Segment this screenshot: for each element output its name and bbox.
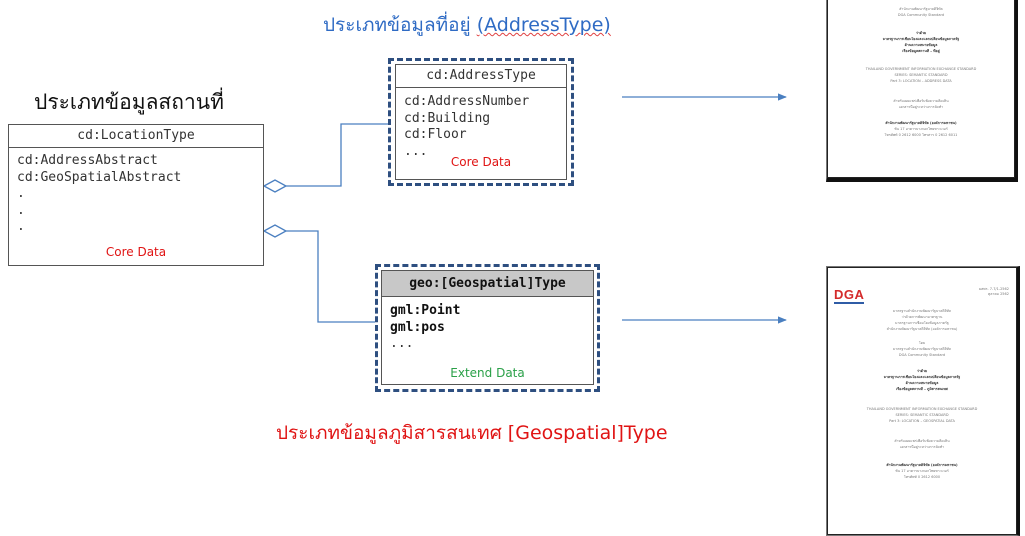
document-line: โทรศัพท์ 0 2612 6000 โทรสาร 0 2612 6011 <box>884 133 958 137</box>
document-line: ด้านความหมายข้อมูล <box>905 381 939 385</box>
attribute: cd:GeoSpatialAbstract <box>17 169 182 185</box>
address-type-attributes: cd:AddressNumber cd:Building cd:Floor ..… <box>396 88 566 160</box>
document-line: เอกสารนี้อยู่ระหว่างการจัดทำ <box>898 105 944 109</box>
geospatial-standard-document-thumbnail: DGA มสพร. 7-7/1-2562 ตุลาคม 2562 มาตรฐาน… <box>826 266 1020 536</box>
address-standard-document-thumbnail: สำนักงานพัฒนารัฐบาลดิจิทัล DGA Community … <box>826 0 1018 182</box>
core-data-label: Core Data <box>450 155 512 169</box>
document-line: DGA Community Standard <box>897 13 945 17</box>
document-line: มาตรฐานสำนักงานพัฒนารัฐบาลดิจิทัล <box>892 309 952 313</box>
document-line: ว่าด้วย <box>916 369 928 373</box>
aggregation-line-geo <box>286 230 375 323</box>
document-code: มสพร. 7-7/1-2562 ตุลาคม 2562 <box>979 287 1009 297</box>
document-line: โทรศัพท์ 0 2612 6000 <box>903 475 941 479</box>
document-line: เรื่องข้อมูลสถานที่ – ที่อยู่ <box>902 49 940 53</box>
attribute: cd:AddressNumber <box>404 94 530 109</box>
geospatial-type-heading: ประเภทข้อมูลภูมิสารสนเทศ [Geospatial]Typ… <box>276 422 668 444</box>
document-line: Part 3: LOCATION – ADDRESS DATA <box>890 79 952 83</box>
aggregation-line-address <box>286 123 388 187</box>
document-line: SERIES: SEMANTIC STANDARD <box>895 413 949 417</box>
location-type-title: cd:LocationType <box>9 125 263 148</box>
dga-logo: DGA <box>834 287 865 304</box>
extend-data-label: Extend Data <box>450 366 525 380</box>
attribute: . <box>17 186 25 201</box>
geo-type-class: geo:[Geospatial]Type gml:Point gml:pos .… <box>381 270 594 385</box>
document-line: THAILAND GOVERNMENT INFORMATION EXCHANGE… <box>865 67 977 71</box>
attribute: cd:Floor <box>404 127 467 142</box>
attribute: gml:Point <box>390 303 461 318</box>
attribute: gml:pos <box>390 319 445 335</box>
document-line: ชั้น 17 อาคารบางกอกไทยทาวเวอร์ <box>895 469 949 473</box>
document-line: THAILAND GOVERNMENT INFORMATION EXCHANGE… <box>866 407 978 411</box>
document-line: สำนักงานพัฒนารัฐบาลดิจิทัล (องค์การมหาชน… <box>886 463 958 467</box>
aggregation-diamond-address <box>262 179 288 193</box>
location-type-attributes: cd:AddressAbstract cd:GeoSpatialAbstract… <box>9 148 263 236</box>
document-line: ด้านความหมายข้อมูล <box>904 43 938 47</box>
document-line: สำนักงานพัฒนารัฐบาลดิจิทัล (องค์การมหาชน… <box>885 121 957 125</box>
document-line: เรื่องข้อมูลสถานที่ – ภูมิสารสนเทศ <box>896 387 948 391</box>
core-data-label: Core Data <box>105 245 167 259</box>
document-line: ว่าด้วยการพัฒนามาตรฐาน <box>901 315 943 319</box>
attribute: . <box>17 202 25 218</box>
location-type-heading: ประเภทข้อมูลสถานที่ <box>34 90 224 114</box>
document-code-line: มสพร. 7-7/1-2562 <box>978 287 1009 291</box>
document-line: สำนักงานพัฒนารัฐบาลดิจิทัล (องค์การมหาชน… <box>886 327 958 331</box>
address-type-heading: ประเภทข้อมูลที่อยู่ (AddressType) <box>323 10 611 40</box>
document-line: สำหรับเผยแพร่เพื่อรับฟังความคิดเห็น <box>894 439 950 443</box>
document-line: มาตรฐานการเชื่อมโยงและแลกเปลี่ยนข้อมูลภา… <box>882 37 960 41</box>
geo-type-frame <box>375 264 600 392</box>
document-line: มาตรฐานการเชื่อมโยงข้อมูลภาครัฐ <box>895 321 949 325</box>
document-line: มาตรฐานสำนักงานพัฒนารัฐบาลดิจิทัล <box>892 347 952 351</box>
geo-type-attributes: gml:Point gml:pos ... <box>382 297 593 353</box>
address-type-title: cd:AddressType <box>396 65 566 88</box>
attribute: cd:AddressAbstract <box>17 153 158 168</box>
aggregation-diamond-geo <box>262 224 288 238</box>
document-line: มาตรฐานการเชื่อมโยงและแลกเปลี่ยนข้อมูลภา… <box>883 375 961 379</box>
document-line: SERIES: SEMANTIC STANDARD <box>894 73 948 77</box>
document-line: เอกสารนี้อยู่ระหว่างการจัดทำ <box>899 445 945 449</box>
document-line: โดย <box>918 341 926 345</box>
address-type-heading-th: ประเภทข้อมูลที่อยู่ <box>323 14 477 36</box>
address-type-heading-en: (AddressType) <box>476 14 611 36</box>
document-line: ชั้น 17 อาคารบางกอกไทยทาวเวอร์ <box>894 127 948 131</box>
document-line: สำหรับเผยแพร่เพื่อรับฟังความคิดเห็น <box>893 99 949 103</box>
address-type-frame <box>388 58 574 186</box>
document-line: Part 3: LOCATION – GEOSPATIAL DATA <box>889 419 955 423</box>
address-type-class: cd:AddressType cd:AddressNumber cd:Build… <box>395 64 567 180</box>
attribute: cd:Building <box>404 110 491 126</box>
attribute: ... <box>390 336 414 351</box>
document-code-line: ตุลาคม 2562 <box>987 292 1009 296</box>
location-type-class: cd:LocationType cd:AddressAbstract cd:Ge… <box>8 124 264 266</box>
attribute: ... <box>404 143 428 159</box>
document-line: สำนักงานพัฒนารัฐบาลดิจิทัล <box>899 7 943 11</box>
geo-type-title: geo:[Geospatial]Type <box>382 271 593 297</box>
document-line: ว่าด้วย <box>915 31 927 35</box>
document-line: DGA Community Standard <box>898 353 946 357</box>
attribute: . <box>17 219 25 234</box>
